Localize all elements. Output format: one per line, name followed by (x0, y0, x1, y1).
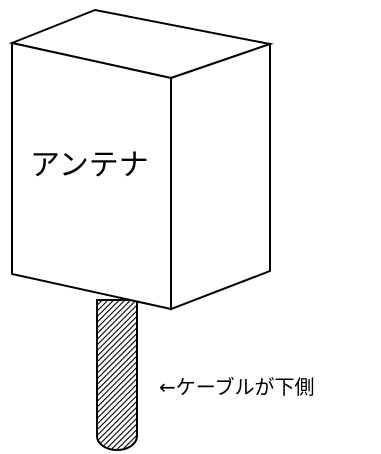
cable-label: ←ケーブルが下側 (159, 375, 315, 399)
antenna-label: アンテナ (30, 148, 149, 183)
box-side-face (170, 42, 271, 311)
cable (96, 299, 138, 451)
